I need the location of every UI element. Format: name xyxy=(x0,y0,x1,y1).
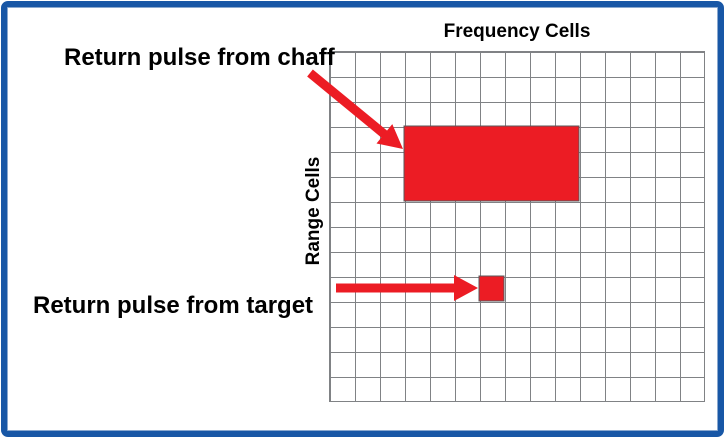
chaff-arrow xyxy=(307,69,403,149)
chaff-pulse-rect xyxy=(403,125,580,202)
target-arrow xyxy=(336,275,478,301)
chaff-arrowhead-icon xyxy=(376,124,403,149)
range-frequency-grid xyxy=(329,51,705,402)
frequency-cells-axis-label: Frequency Cells xyxy=(443,21,591,42)
target-pulse-rect xyxy=(478,275,505,302)
chaff-arrow-shaft xyxy=(307,69,392,142)
target-pulse-annotation: Return pulse from target xyxy=(33,292,314,319)
chaff-pulse-annotation: Return pulse from chaff xyxy=(64,44,335,71)
target-arrowhead-icon xyxy=(454,275,478,301)
range-cells-axis-label: Range Cells xyxy=(303,156,324,266)
